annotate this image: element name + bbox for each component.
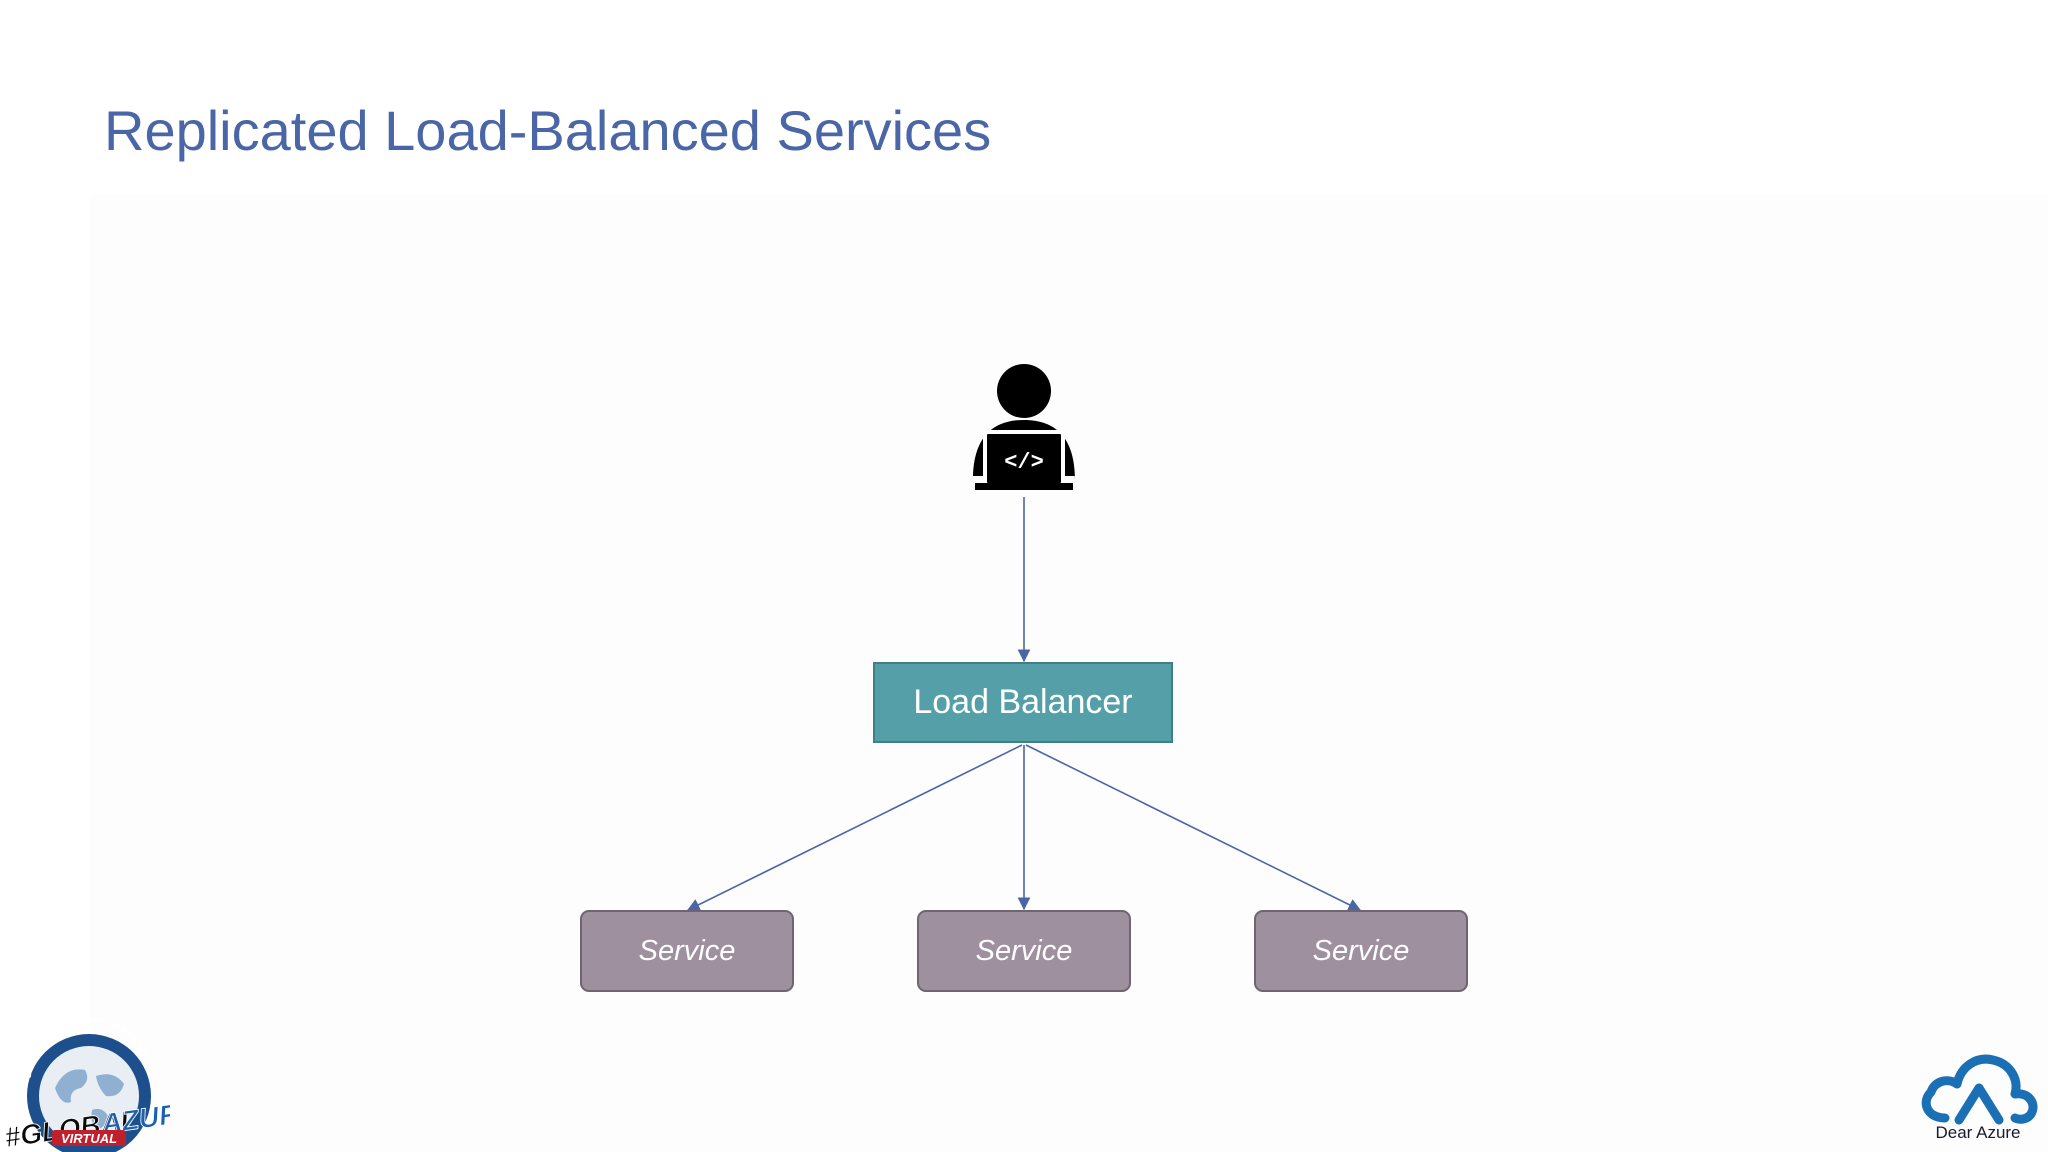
load-balancer-label: Load Balancer [913, 683, 1133, 721]
service-label: Service [975, 934, 1073, 967]
service-label: Service [1312, 934, 1410, 967]
slide-title: Replicated Load-Balanced Services [104, 99, 992, 162]
edge-lb-to-service-1 [686, 744, 1023, 911]
edge-lb-to-service-3 [1025, 744, 1362, 911]
logo-word-virtual: VIRTUAL [61, 1131, 117, 1146]
logo-year: 2020 [80, 1145, 98, 1152]
service-node: Service [1254, 910, 1468, 992]
developer-laptop-icon: </> [973, 364, 1075, 490]
cloud-logo-icon [1921, 1054, 2038, 1125]
service-node: Service [580, 910, 794, 992]
load-balancer-node: Load Balancer [873, 662, 1173, 743]
service-node: Service [917, 910, 1131, 992]
dear-azure-wordmark: Dear Azure [1935, 1123, 2021, 1142]
service-label: Service [638, 934, 736, 967]
global-azure-logo: BY COMMUNITY · FOR COMMUNITY #GLOBAL AZU… [2, 1018, 170, 1152]
code-glyph: </> [1004, 450, 1044, 475]
